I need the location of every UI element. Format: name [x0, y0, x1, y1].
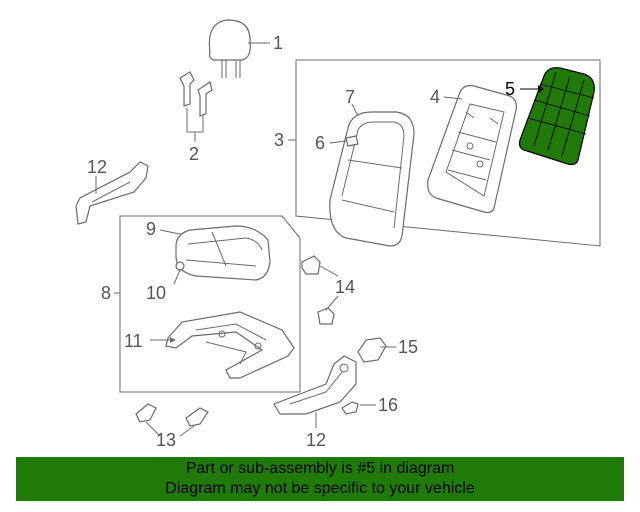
leader-9 — [159, 229, 181, 235]
seatback-frame-part-4[interactable] — [427, 85, 517, 214]
leader-14b — [325, 295, 339, 311]
leader-6 — [329, 140, 347, 144]
callout-12-left: 12 — [87, 157, 107, 177]
leader-4 — [443, 96, 463, 100]
side-shield-part-12-right[interactable] — [273, 355, 357, 415]
callout-15: 15 — [398, 337, 418, 357]
callout-14: 14 — [335, 277, 355, 297]
callout-1: 1 — [273, 33, 283, 53]
callout-13: 13 — [156, 430, 176, 450]
callout-7: 7 — [345, 87, 355, 107]
cushion-group-frame — [119, 215, 301, 393]
callout-12-right: 12 — [306, 430, 326, 450]
leader-10 — [173, 269, 181, 285]
clip-part-14[interactable] — [301, 255, 335, 325]
banner-line-2: Diagram may not be specific to your vehi… — [165, 480, 475, 497]
leader-13b — [179, 425, 195, 437]
heater-pad-part-5[interactable] — [518, 67, 595, 166]
seat-cushion-part-9[interactable] — [175, 225, 271, 281]
leader-14a — [319, 265, 339, 277]
cover-part-13[interactable] — [135, 403, 209, 427]
cap-part-16[interactable] — [341, 401, 359, 415]
seat-frame-part-11[interactable] — [165, 311, 295, 379]
side-cover-part-12-left[interactable] — [75, 161, 149, 225]
seat-cushion-trim-part-10[interactable] — [175, 261, 185, 271]
headrest-part-1[interactable] — [208, 19, 251, 78]
callout-3: 3 — [274, 130, 284, 150]
callout-8: 8 — [101, 283, 111, 303]
bracket-part-15[interactable] — [357, 337, 387, 363]
callout-9: 9 — [146, 219, 156, 239]
callout-10: 10 — [146, 283, 166, 303]
leader-7 — [351, 103, 359, 117]
seatback-trim-part-6[interactable] — [345, 135, 359, 147]
seatback-cushion-part-7[interactable] — [329, 111, 415, 247]
seatback-group-frame — [295, 59, 601, 247]
leader-11-arrow — [170, 337, 176, 343]
callout-5: 5 — [505, 79, 515, 99]
leader-5-arrow — [538, 85, 544, 93]
callout-4: 4 — [430, 87, 440, 107]
banner-line-1: Part or sub-assembly is #5 in diagram — [185, 460, 455, 477]
callout-2: 2 — [189, 144, 199, 164]
leader-13a — [145, 421, 161, 437]
headrest-guide-part-2[interactable] — [179, 71, 213, 117]
callout-6: 6 — [315, 133, 325, 153]
info-banner: Part or sub-assembly is #5 in diagram Di… — [16, 457, 624, 501]
callout-11: 11 — [124, 331, 143, 351]
callout-16: 16 — [378, 395, 398, 415]
